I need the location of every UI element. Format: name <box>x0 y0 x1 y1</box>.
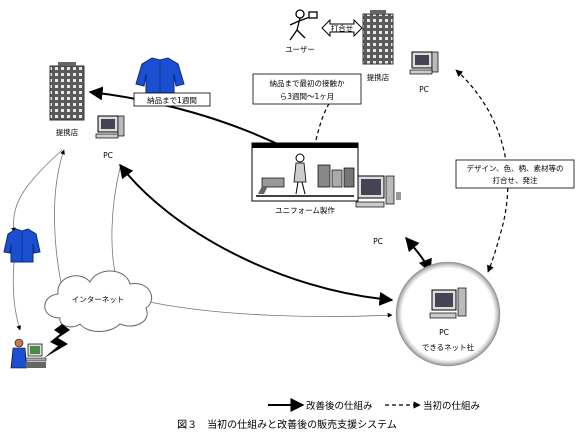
pc-center: PC <box>355 175 401 246</box>
internet-label: インターネット <box>72 295 125 304</box>
delivery-1week-box: 納品まで1週間 <box>133 92 211 107</box>
cloud-icon <box>44 270 152 332</box>
jacket-icon-left <box>3 228 41 263</box>
jacket-icon <box>135 57 185 97</box>
delivery-old-line2: ら3週間～1ヶ月 <box>280 92 335 101</box>
computer-icon <box>95 115 125 139</box>
dekiru-net-label: できるネット社 <box>422 342 475 352</box>
delivery-1week-label: 納品まで1週間 <box>147 95 197 105</box>
link-store-to-jacket <box>11 149 63 233</box>
arrow-pc-to-company <box>119 163 394 306</box>
pc-top-label: PC <box>419 85 429 94</box>
factory-icon <box>251 142 359 202</box>
computer-icon <box>409 51 439 75</box>
delivery-old-line1: 納品まで最初の接触か <box>270 78 345 88</box>
partner-store-left: 提携店 <box>49 62 85 137</box>
figure-caption: 図３ 当初の仕組みと改善後の販売支援システム <box>177 418 397 431</box>
uniform-maker-label: ユニフォーム製作 <box>275 205 335 215</box>
building-icon <box>49 62 85 121</box>
legend-improved: 改善後の仕組み <box>306 400 373 412</box>
customer-at-pc-icon <box>10 338 47 369</box>
pc-left: PC <box>95 115 125 160</box>
walking-person-icon <box>289 9 318 41</box>
internet-cloud: インターネット <box>44 270 152 332</box>
design-line2: 打合せ、発注 <box>493 175 538 185</box>
link-jacket-to-customer <box>12 261 22 331</box>
dekiru-net: PC できるネット社 <box>395 261 501 367</box>
user-label: ユーザー <box>285 45 315 54</box>
pc-bottom-label: PC <box>439 328 449 337</box>
building-icon <box>362 10 394 65</box>
legend-initial: 当初の仕組み <box>423 400 480 412</box>
user-figure: ユーザー <box>285 9 318 54</box>
computer-icon <box>355 175 401 208</box>
arrow-company-top-pc <box>455 69 509 273</box>
meeting-label: 打合せ <box>331 23 354 33</box>
arrow-maker-to-store <box>88 86 291 151</box>
meeting-arrow: 打合せ <box>321 18 363 38</box>
design-line1: デザイン、色、柄、素材等の <box>466 163 563 173</box>
partner-store-top: 提携店 <box>362 10 394 82</box>
partner-store-left-label: 提携店 <box>56 127 79 137</box>
partner-store-top-label: 提携店 <box>367 72 390 82</box>
pc-top: PC <box>409 51 439 94</box>
uniform-maker: ユニフォーム製作 <box>251 142 359 215</box>
design-box: デザイン、色、柄、素材等の 打合せ、発注 <box>455 159 575 189</box>
lightning-icon <box>44 324 70 358</box>
pc-left-label: PC <box>103 151 113 160</box>
pc-center-label: PC <box>373 237 383 246</box>
delivery-old-box: 納品まで最初の接触か ら3週間～1ヶ月 <box>252 73 362 105</box>
link-pc-to-internet <box>111 167 121 279</box>
computer-icon <box>429 287 467 319</box>
legend: 改善後の仕組み 当初の仕組み <box>268 398 480 412</box>
link-internet-to-company <box>139 299 393 318</box>
